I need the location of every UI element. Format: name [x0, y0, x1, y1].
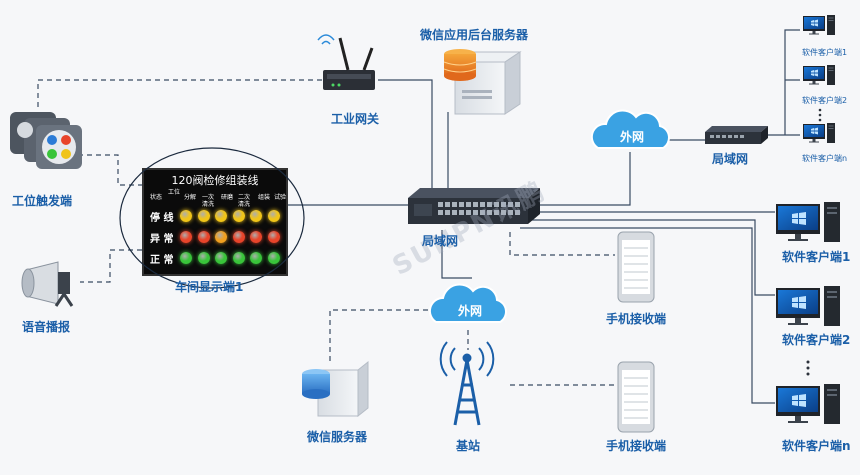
status-lamp	[267, 231, 280, 243]
status-lamp	[197, 231, 210, 243]
label-lan-switch: 局域网	[422, 234, 459, 248]
label-voice-broadcast: 语音播报	[22, 320, 71, 334]
board-title: 120阀检修组装线	[171, 174, 259, 187]
line-lan-small-to-clients	[765, 29, 800, 136]
status-lamp	[250, 252, 262, 264]
label-base-station: 基站	[456, 439, 481, 453]
dashed-lines	[37, 79, 615, 386]
label-client-2: 软件客户端2	[782, 333, 851, 347]
board-row-label: 异 常	[150, 234, 174, 245]
status-lamp	[180, 210, 192, 222]
dash-switch-to-mobile1	[509, 232, 615, 256]
dash-wan-to-wechat	[329, 309, 437, 362]
dash-trigger-to-display	[60, 154, 142, 186]
status-lamp	[250, 210, 262, 222]
workshop-display-board: 120阀检修组装线 状态工位分解一次 清洗研磨二次 清洗组装试验 停 线异 常正…	[142, 168, 288, 276]
cloud-wan-mid-icon	[428, 283, 507, 323]
status-lamp	[267, 252, 280, 264]
board-row-label: 停 线	[150, 213, 174, 224]
status-lamp	[197, 252, 210, 264]
status-lamp	[215, 231, 227, 243]
status-lamp	[215, 210, 227, 222]
board-column-header: 二次 清洗	[237, 194, 250, 208]
station-trigger-icon	[10, 112, 82, 169]
line-switch-to-client2	[525, 219, 775, 296]
small-client-pc-icon-1	[803, 15, 835, 35]
label-small-client-n: 软件客户端n	[802, 154, 848, 163]
line-switch-to-gateway	[378, 79, 433, 193]
base-station-icon	[439, 341, 495, 426]
label-wechat-server: 微信服务器	[307, 430, 368, 444]
small-lan-switch-icon	[705, 126, 768, 144]
label-wan-top: 外网	[620, 130, 645, 144]
status-lamp	[215, 252, 227, 264]
label-station-trigger: 工位触发端	[12, 194, 73, 208]
line-switch-to-wan-top	[520, 152, 631, 206]
status-lamp	[180, 231, 192, 243]
voice-broadcast-icon	[21, 261, 74, 307]
client-pc-icon-2	[776, 286, 840, 326]
board-column-header: 研磨	[220, 194, 233, 201]
board-column-header: 试验	[273, 194, 286, 201]
label-mobile-receiver-1: 手机接收端	[606, 312, 667, 326]
status-lamp	[232, 231, 245, 243]
board-column-header: 分解	[183, 194, 196, 201]
status-lamp	[180, 252, 192, 264]
board-column-header: 工位	[167, 189, 180, 196]
label-client-1: 软件客户端1	[782, 250, 851, 264]
label-wechat-backend-server: 微信应用后台服务器	[420, 28, 529, 42]
label-industrial-gateway: 工业网关	[331, 112, 380, 126]
label-wan-mid: 外网	[458, 304, 483, 318]
label-small-client-2: 软件客户端2	[802, 96, 848, 105]
line-switch-to-clientn	[520, 227, 775, 404]
board-row-label: 正 常	[150, 255, 174, 266]
mobile-phone-icon-2	[617, 361, 655, 433]
label-workshop-display: 车间显示端1	[175, 280, 244, 294]
cloud-wan-top-icon	[590, 109, 670, 149]
small-client-pc-icon-2	[803, 65, 835, 85]
mobile-phone-icon-1	[617, 231, 655, 303]
board-column-header: 组装	[257, 194, 270, 201]
board-column-header: 一次 清洗	[201, 194, 214, 208]
ellipsis-dots-large	[806, 360, 810, 376]
wechat-server-icon	[302, 360, 369, 418]
dash-display-to-voice	[80, 249, 142, 283]
display-highlight-ring	[119, 147, 305, 289]
status-lamp	[197, 210, 210, 222]
label-client-n: 软件客户端n	[782, 439, 851, 453]
ellipsis-dots-small	[818, 108, 822, 122]
status-lamp	[232, 252, 245, 264]
client-pc-icon-1	[776, 202, 840, 242]
label-mobile-receiver-2: 手机接收端	[606, 439, 667, 453]
backend-server-icon	[443, 49, 522, 115]
dash-gateway-to-trigger	[37, 79, 322, 110]
status-lamp	[232, 210, 245, 222]
lan-switch-icon	[408, 188, 540, 224]
small-client-pc-icon-n	[803, 123, 835, 143]
board-column-header: 状态	[149, 194, 162, 201]
label-small-client-1: 软件客户端1	[802, 48, 848, 57]
industrial-gateway-icon	[317, 34, 375, 90]
connection-lines	[287, 29, 800, 404]
status-lamp	[250, 231, 262, 243]
client-pc-icon-n	[776, 384, 840, 424]
label-lan-small: 局域网	[712, 152, 749, 166]
line-switch-to-wechat	[441, 230, 472, 279]
status-lamp	[267, 210, 280, 222]
